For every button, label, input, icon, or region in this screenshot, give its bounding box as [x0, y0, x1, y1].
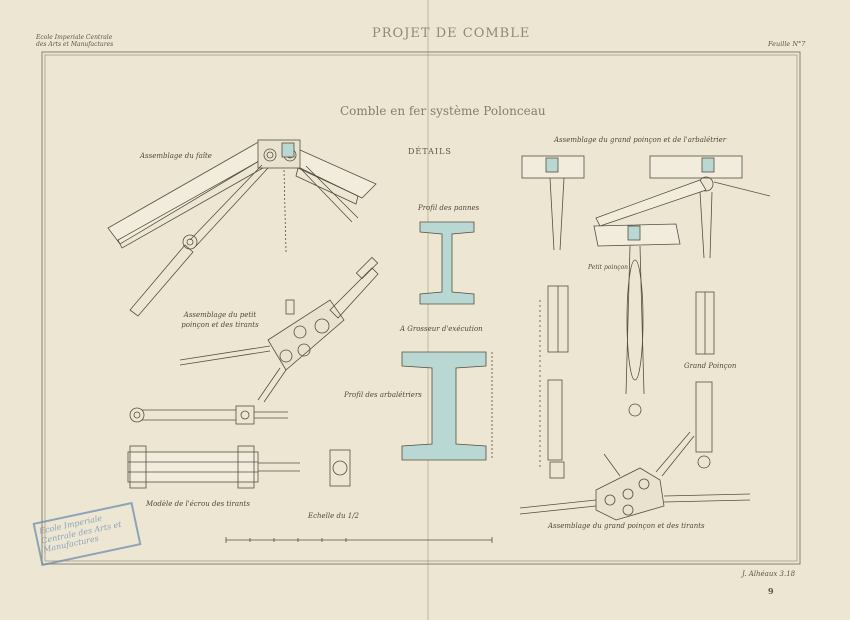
label-scale: Echelle du 1/2: [308, 512, 360, 520]
label-small-king-post: Assemblage du petit poinçon et des tiran…: [181, 311, 259, 329]
label-full-size: A Grosseur d'exécution: [400, 325, 483, 333]
label-main-king-post-ties: Assemblage du grand poinçon et des tiran…: [548, 522, 705, 530]
main-king-post-rafter-drawing: [521, 155, 771, 479]
drawing-title: Comble en fer système Polonceau: [340, 104, 546, 118]
label-rafter-profile: Profil des arbalétriers: [344, 391, 422, 399]
purlin-profile-section: [419, 221, 475, 305]
rafter-profile-section: [401, 351, 487, 461]
project-title: PROJET DE COMBLE: [372, 26, 531, 41]
details-heading: DÉTAILS: [408, 147, 452, 156]
sheet-number: Feuille N°7: [768, 40, 806, 48]
label-small-king-post-short: Petit poinçon: [588, 264, 629, 271]
school-name: Ecole Imperiale Centrale des Arts et Man…: [36, 34, 114, 48]
page-number: 9: [768, 586, 774, 596]
label-nut-model: Modèle de l'écrou des tirants: [146, 500, 250, 508]
inner-frame: [44, 54, 798, 562]
main-king-post-ties-drawing: [519, 431, 751, 521]
label-ridge-assembly: Assemblage du faîte: [140, 152, 212, 160]
outer-frame: [41, 51, 801, 565]
label-main-king-post-rafter: Assemblage du grand poinçon et de l'arba…: [554, 136, 727, 144]
nut-model-drawing: [127, 445, 351, 489]
label-purlin-profile: Profil des pannes: [418, 204, 480, 212]
tie-rod-drawing: [129, 405, 288, 425]
scale-bar-drawing: [225, 537, 493, 543]
label-main-king-post: Grand Poinçon: [684, 362, 737, 370]
ridge-assembly-drawing: [107, 139, 377, 317]
author-signature: J. Alhéaux 3.18: [742, 570, 796, 578]
small-king-post-assembly-drawing: [179, 256, 379, 403]
